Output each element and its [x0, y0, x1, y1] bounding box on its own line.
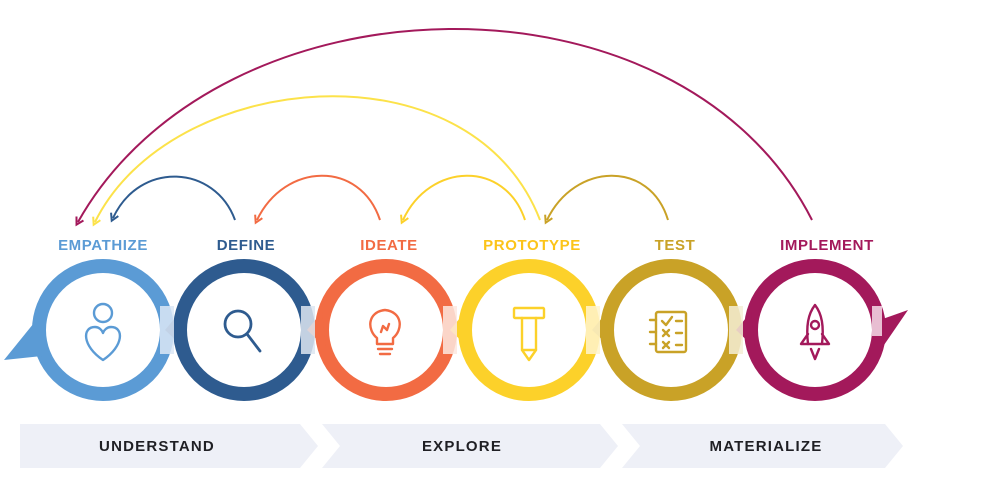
phase-chevron-understand	[20, 424, 318, 468]
phase-chevron-materialize	[622, 424, 903, 468]
phase-label-materialize: MATERIALIZE	[710, 438, 823, 455]
phase-label-understand: UNDERSTAND	[99, 438, 215, 455]
stage-label-test: TEST	[655, 237, 696, 254]
stage-label-prototype: PROTOTYPE	[483, 237, 581, 254]
feedback-arrows	[78, 28, 813, 222]
stage-ring-ideate	[307, 259, 457, 401]
arrow-prototype-to-empathize	[95, 95, 541, 222]
arrow-test-to-prototype	[547, 174, 669, 220]
stage-ring-empathize	[4, 259, 174, 401]
stage-label-implement: IMPLEMENT	[780, 237, 874, 254]
stage-labels: EMPATHIZE DEFINE IDEATE PROTOTYPE TEST I…	[58, 237, 874, 254]
heart-person-icon	[85, 302, 121, 362]
hammer-pencil-icon	[512, 306, 546, 362]
arrow-define-to-empathize	[113, 175, 236, 220]
arrow-ideate-to-define	[257, 174, 381, 220]
phase-band: UNDERSTAND EXPLORE MATERIALIZE	[20, 424, 903, 468]
arrow-prototype-to-ideate	[403, 174, 526, 220]
phase-chevron-explore	[322, 424, 618, 468]
lightbulb-icon	[369, 308, 401, 356]
checklist-icon	[648, 310, 688, 354]
stage-label-empathize: EMPATHIZE	[58, 237, 148, 254]
arrow-implement-to-empathize	[78, 28, 813, 222]
stage-rings	[4, 259, 908, 401]
stage-label-define: DEFINE	[217, 237, 276, 254]
rocket-icon	[799, 303, 831, 361]
phase-label-explore: EXPLORE	[422, 438, 502, 455]
stage-ring-define	[165, 259, 315, 401]
magnifier-icon	[223, 309, 262, 353]
stage-label-ideate: IDEATE	[360, 237, 418, 254]
